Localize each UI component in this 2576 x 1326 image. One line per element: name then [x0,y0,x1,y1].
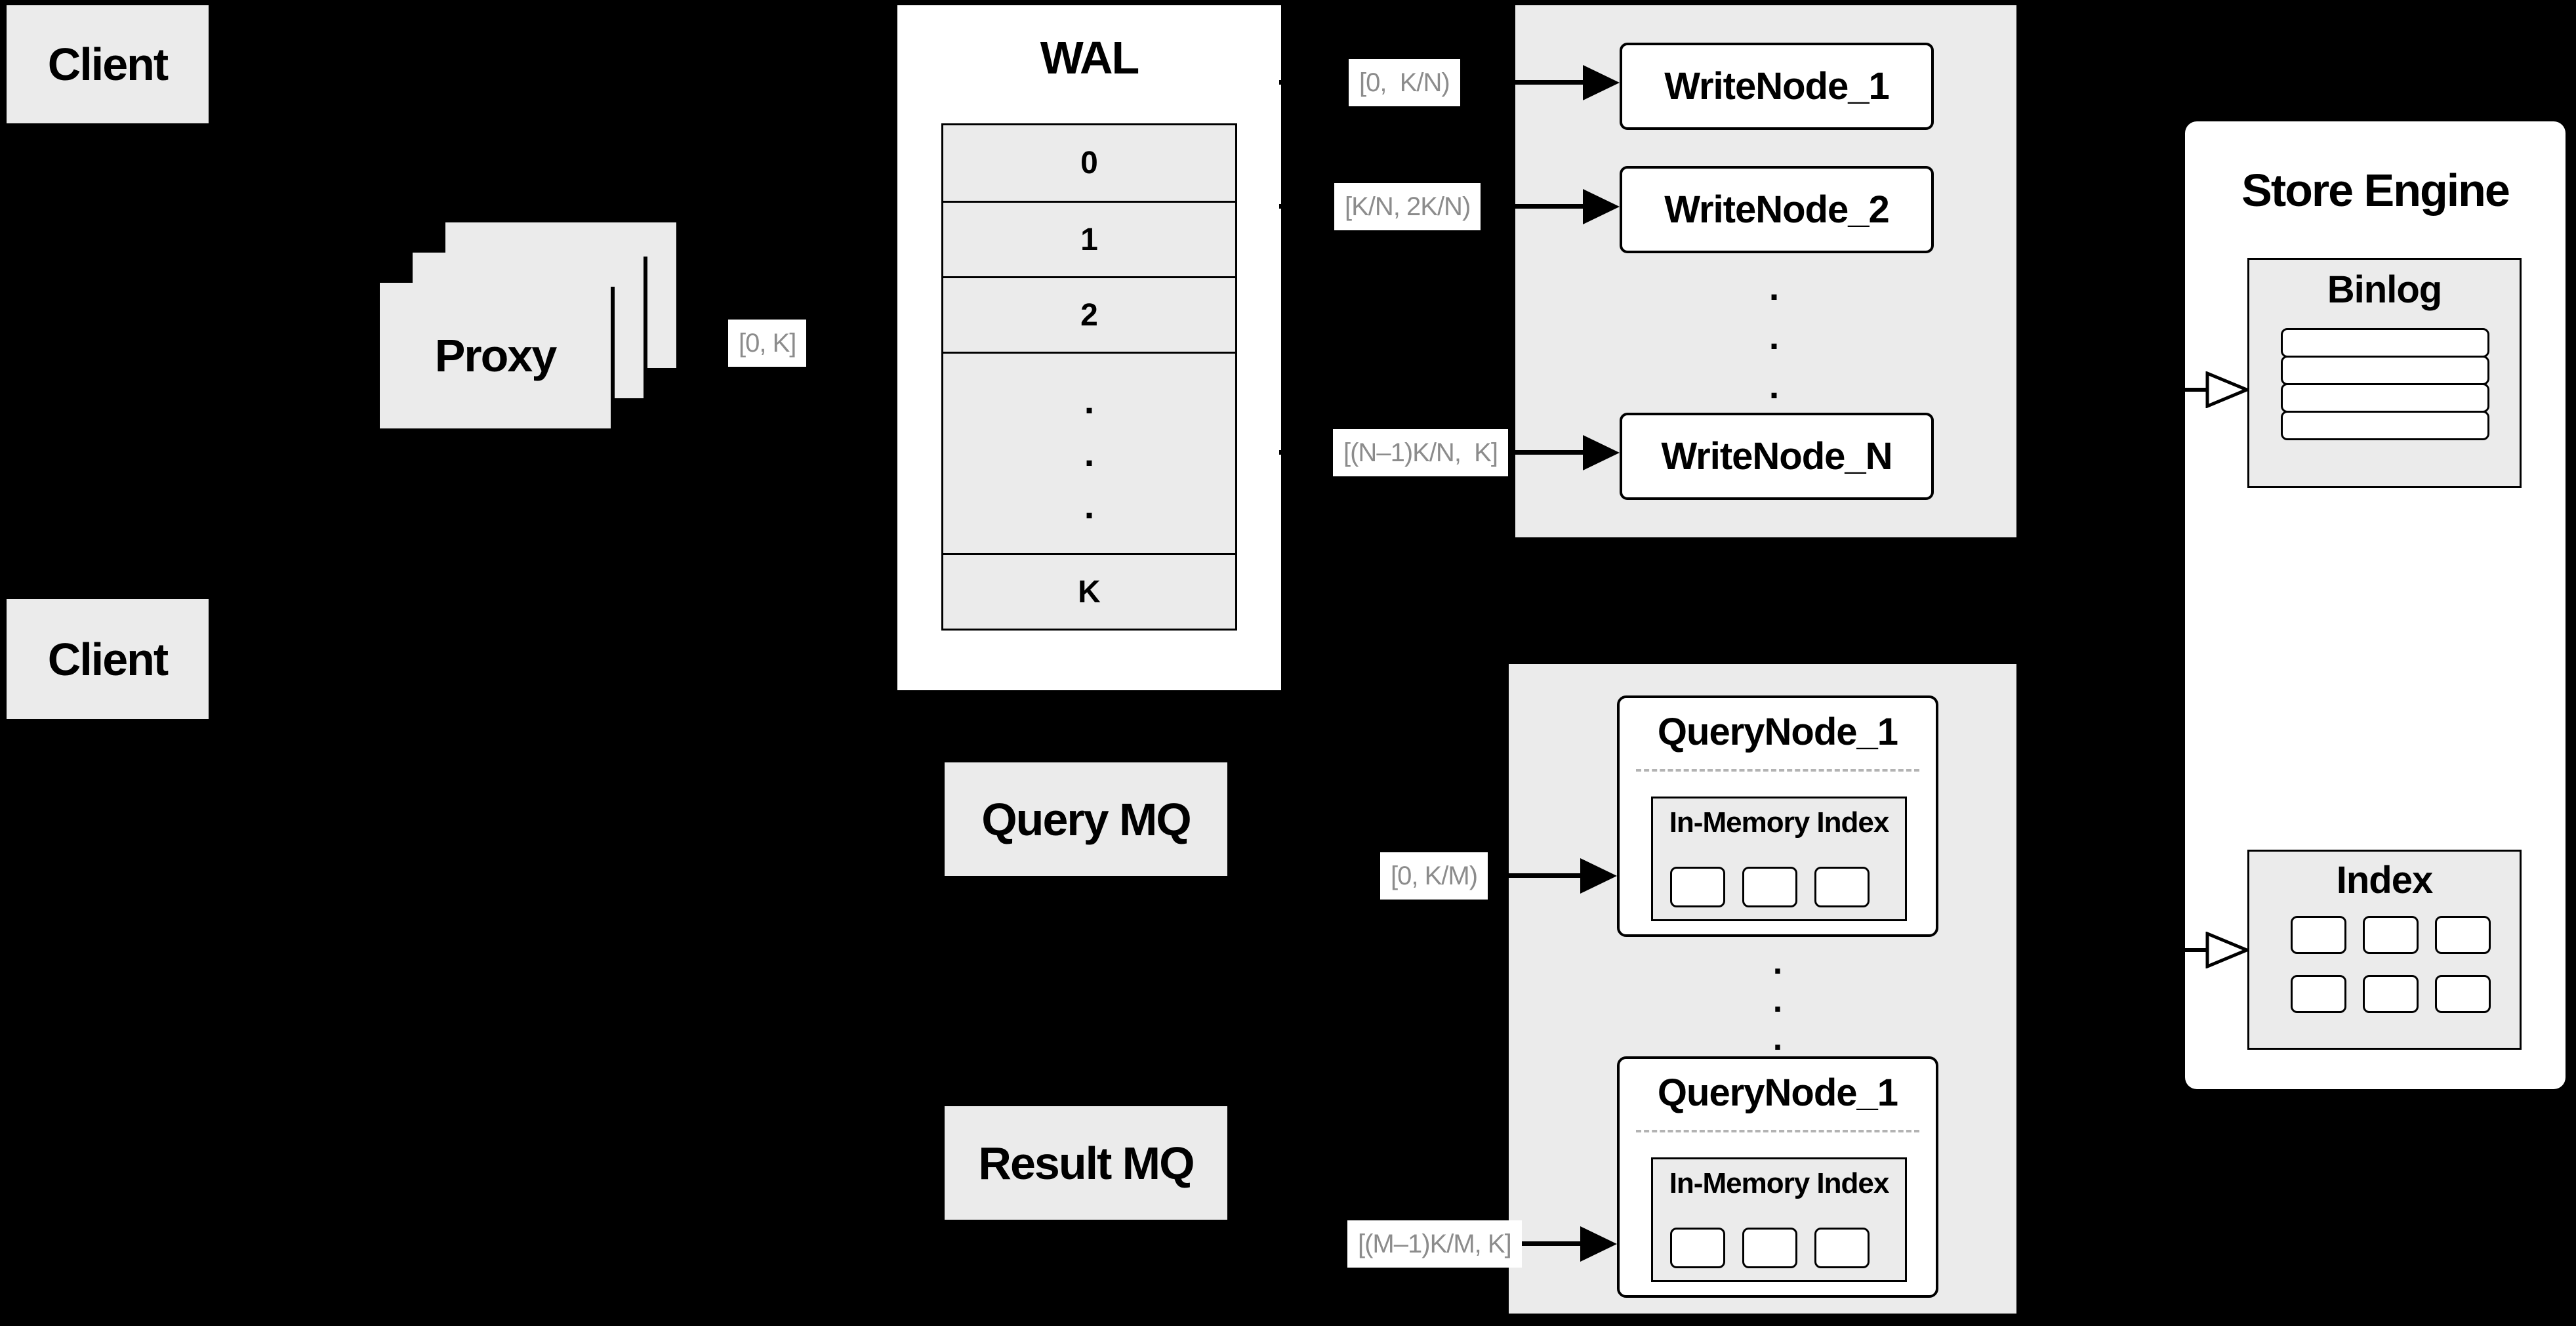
arrow-head-icon [1580,1226,1617,1262]
memory-segment [1742,1228,1797,1268]
write-range-label-2: [K/N, 2K/N) [1334,183,1481,230]
binlog-row [2281,356,2489,385]
query-range-label-m: [(M–1)K/M, K] [1347,1220,1522,1268]
proxy-range-label: [0, K] [728,320,807,367]
index-title: Index [2336,858,2434,901]
write-range-label-n: [(N–1)K/N, K] [1333,429,1508,476]
hollow-arrow-icon [2205,932,2249,968]
index-flow-line [2125,948,2209,952]
query-node-1-box: QueryNode_1 In-Memory Index [1617,695,1938,937]
arrow-head-icon [1583,65,1620,100]
query-mq-label: Query MQ [981,793,1192,845]
write-node-vertical-dots: . . . [1768,266,1780,406]
write-node-n-box: WriteNode_N [1620,413,1934,500]
in-memory-index-label: In-Memory Index [1669,806,1890,839]
index-cell [2291,975,2346,1013]
index-cell [2363,975,2419,1013]
index-cell [2291,916,2346,954]
query-node-2-box: QueryNode_1 In-Memory Index [1617,1056,1938,1298]
client-top-label: Client [47,39,169,90]
binlog-box: Binlog [2247,258,2522,488]
wal-segment-row: 2 [943,276,1235,352]
wal-segment-row: K [943,553,1235,629]
memory-segment [1670,867,1725,907]
write-node-1-label: WriteNode_1 [1664,65,1889,108]
wal-vertical-dots: . . . [1084,380,1095,526]
hollow-arrow-icon [2205,371,2249,408]
wal-table: 0 1 2 . . . K [941,123,1237,631]
querymq-to-querynode1-line [1410,873,1585,878]
query-node-2-label: QueryNode_1 [1657,1071,1898,1114]
memory-segment [1670,1228,1725,1268]
store-engine-title: Store Engine [2241,165,2510,216]
result-mq-box: Result MQ [945,1106,1227,1220]
binlog-row [2281,411,2489,440]
wal-title: WAL [1040,32,1140,83]
query-range-label-1: [0, K/M) [1380,852,1488,900]
query-node-1-label: QueryNode_1 [1657,711,1898,753]
index-cell [2435,975,2491,1013]
dashed-divider [1636,1130,1919,1132]
result-mq-label: Result MQ [978,1137,1195,1189]
write-node-1-box: WriteNode_1 [1620,43,1934,130]
dashed-divider [1636,769,1919,772]
wal-ellipsis-row: . . . [943,352,1235,553]
wal-segment-row: 0 [943,125,1235,201]
write-node-2-label: WriteNode_2 [1664,188,1889,231]
client-bottom-label: Client [47,633,169,685]
binlog-row [2281,383,2489,413]
memory-segment [1742,867,1797,907]
arrow-head-icon [1583,435,1620,470]
proxy-label: Proxy [434,330,558,381]
client-top-box: Client [7,5,209,123]
in-memory-index-label: In-Memory Index [1669,1167,1890,1199]
writenodes-to-binlog-line [2125,388,2209,392]
index-cell [2363,916,2419,954]
query-mq-box: Query MQ [945,762,1227,876]
write-range-label-1: [0, K/N) [1349,59,1460,106]
wal-panel: WAL 0 1 2 . . . K [897,5,1281,690]
binlog-title: Binlog [2327,268,2442,311]
wal-segment-row: 1 [943,201,1235,276]
in-memory-index-box: In-Memory Index [1651,797,1907,921]
in-memory-index-box: In-Memory Index [1651,1157,1907,1282]
index-box: Index [2247,850,2522,1050]
arrow-head-icon [1583,189,1620,224]
store-engine-panel: Store Engine Binlog Index [2185,121,2566,1089]
index-cell [2435,916,2491,954]
memory-segment [1814,867,1870,907]
query-node-vertical-dots: . . . [1772,943,1783,1058]
binlog-row [2281,328,2489,358]
write-node-n-label: WriteNode_N [1661,435,1892,478]
client-bottom-box: Client [7,599,209,719]
arrow-head-icon [1580,858,1617,894]
proxy-box: Proxy [380,283,611,428]
write-node-2-box: WriteNode_2 [1620,166,1934,253]
memory-segment [1814,1228,1870,1268]
